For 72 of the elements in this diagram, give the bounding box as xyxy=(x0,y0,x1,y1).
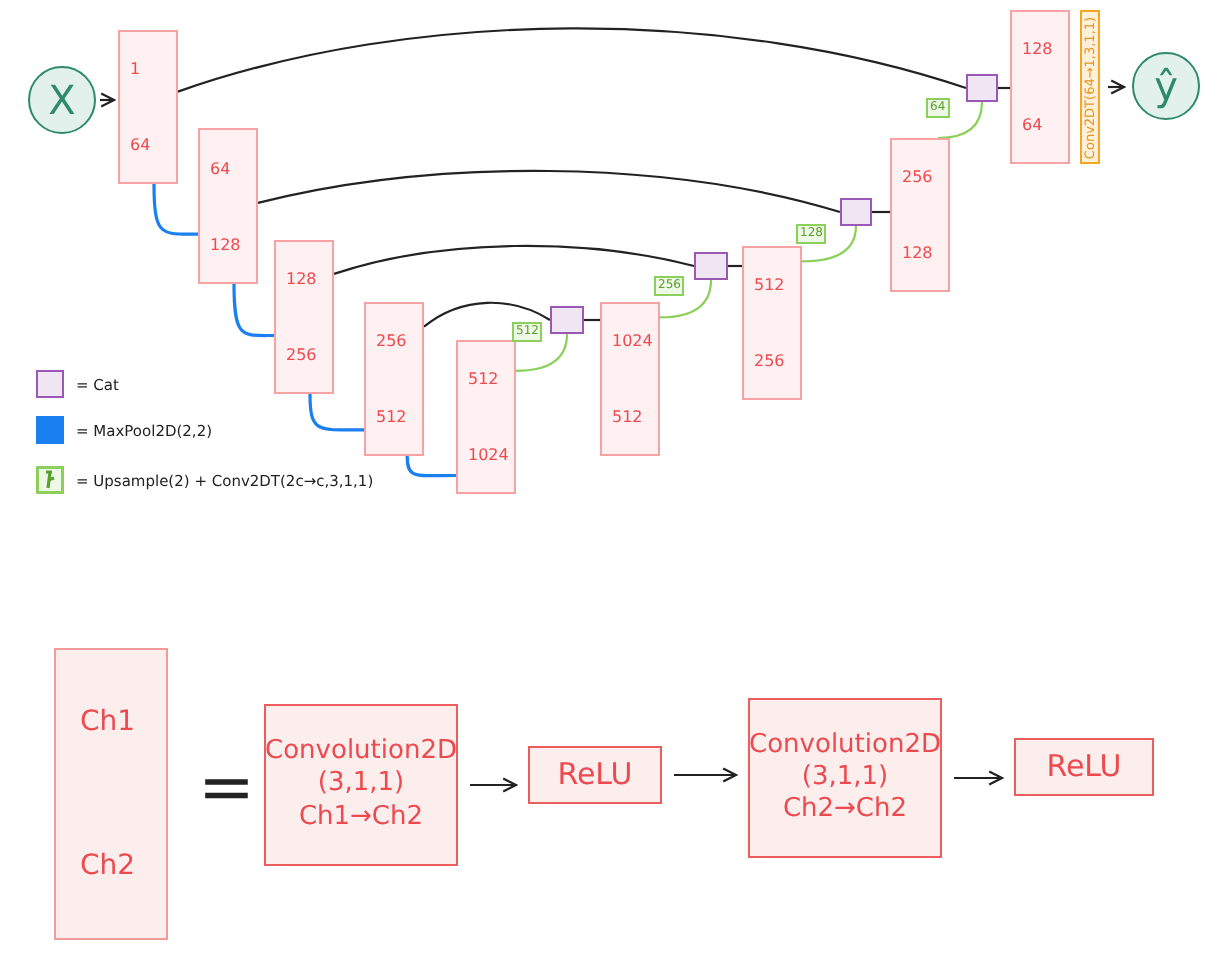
channel-label: 1024 xyxy=(468,445,511,464)
output-circle xyxy=(1132,52,1200,120)
channel-label: 128 xyxy=(1022,40,1055,59)
channel-label: 128 xyxy=(210,235,243,253)
channel-label: Ch1→Ch2 xyxy=(298,801,424,834)
channel-label: Ch2 xyxy=(80,850,138,882)
symbol-label: X xyxy=(48,76,76,124)
upsample-connector xyxy=(515,333,569,372)
connector-line xyxy=(584,318,600,322)
pooling-connector xyxy=(232,283,274,338)
channel-label: Convolution2D xyxy=(265,736,457,769)
channel-label: 256 xyxy=(754,351,787,370)
conv-box xyxy=(748,698,942,858)
channel-label: Convolution2D xyxy=(749,729,941,762)
connector-line xyxy=(177,27,967,93)
channel-label: (3,1,1) xyxy=(801,761,889,795)
connector-line xyxy=(728,264,742,268)
channel-label: ReLU xyxy=(1046,748,1122,786)
connector-line xyxy=(333,244,695,275)
channel-label: ReLU xyxy=(557,756,633,794)
channel-label: 64 xyxy=(210,159,233,177)
input-circle xyxy=(28,66,96,134)
connector-line xyxy=(872,210,890,214)
upsample-connector xyxy=(801,225,858,263)
channel-label: 64 xyxy=(130,135,153,154)
channel-label: 512 xyxy=(468,370,501,389)
concat-box xyxy=(966,74,998,102)
arrow xyxy=(674,767,738,783)
conv-block xyxy=(1010,10,1070,164)
activation-box xyxy=(1014,738,1154,796)
concat-box xyxy=(840,198,872,226)
upsample-connector xyxy=(937,101,984,140)
activation-box xyxy=(528,746,662,804)
conv-block xyxy=(456,340,516,494)
conv-block xyxy=(600,302,660,456)
channel-label: 256 xyxy=(376,332,409,351)
channel-label: 1 xyxy=(130,60,143,79)
final-conv-bar xyxy=(1080,10,1100,164)
channel-label: 512 xyxy=(754,276,787,295)
conv-block xyxy=(364,302,424,456)
connector-line xyxy=(257,169,841,214)
conv-block xyxy=(198,128,258,284)
channel-label: 512 xyxy=(612,407,645,426)
channel-label: (3,1,1) xyxy=(317,768,405,802)
arrow xyxy=(470,777,518,793)
channel-label: 1024 xyxy=(612,332,655,351)
connector-line xyxy=(423,301,551,328)
conv-block xyxy=(890,138,950,292)
concat-box xyxy=(550,306,584,334)
upsample-connector xyxy=(659,279,713,319)
channel-label: 512 xyxy=(376,407,409,426)
arrow xyxy=(954,770,1004,786)
channel-label: 128 xyxy=(902,243,935,262)
connector-line xyxy=(998,86,1010,90)
pooling-connector xyxy=(308,393,364,432)
arrow xyxy=(1108,79,1126,95)
channel-label: Ch2→Ch2 xyxy=(782,794,908,827)
conv-block xyxy=(118,30,178,184)
conv-block xyxy=(742,246,802,400)
channel-label: 256 xyxy=(286,345,319,364)
conv-block xyxy=(274,240,334,394)
conv-box xyxy=(264,704,458,866)
channel-label: 128 xyxy=(286,270,319,289)
channel-label: Ch1 xyxy=(80,706,138,738)
conv-block xyxy=(54,648,168,940)
equals-sign: = xyxy=(198,748,255,828)
symbol-label: ŷ xyxy=(1154,62,1178,110)
concat-box xyxy=(694,252,728,280)
arrow xyxy=(100,92,116,108)
channel-label: 64 xyxy=(1022,115,1045,134)
channel-label: 256 xyxy=(902,168,935,187)
pooling-connector xyxy=(152,183,198,236)
